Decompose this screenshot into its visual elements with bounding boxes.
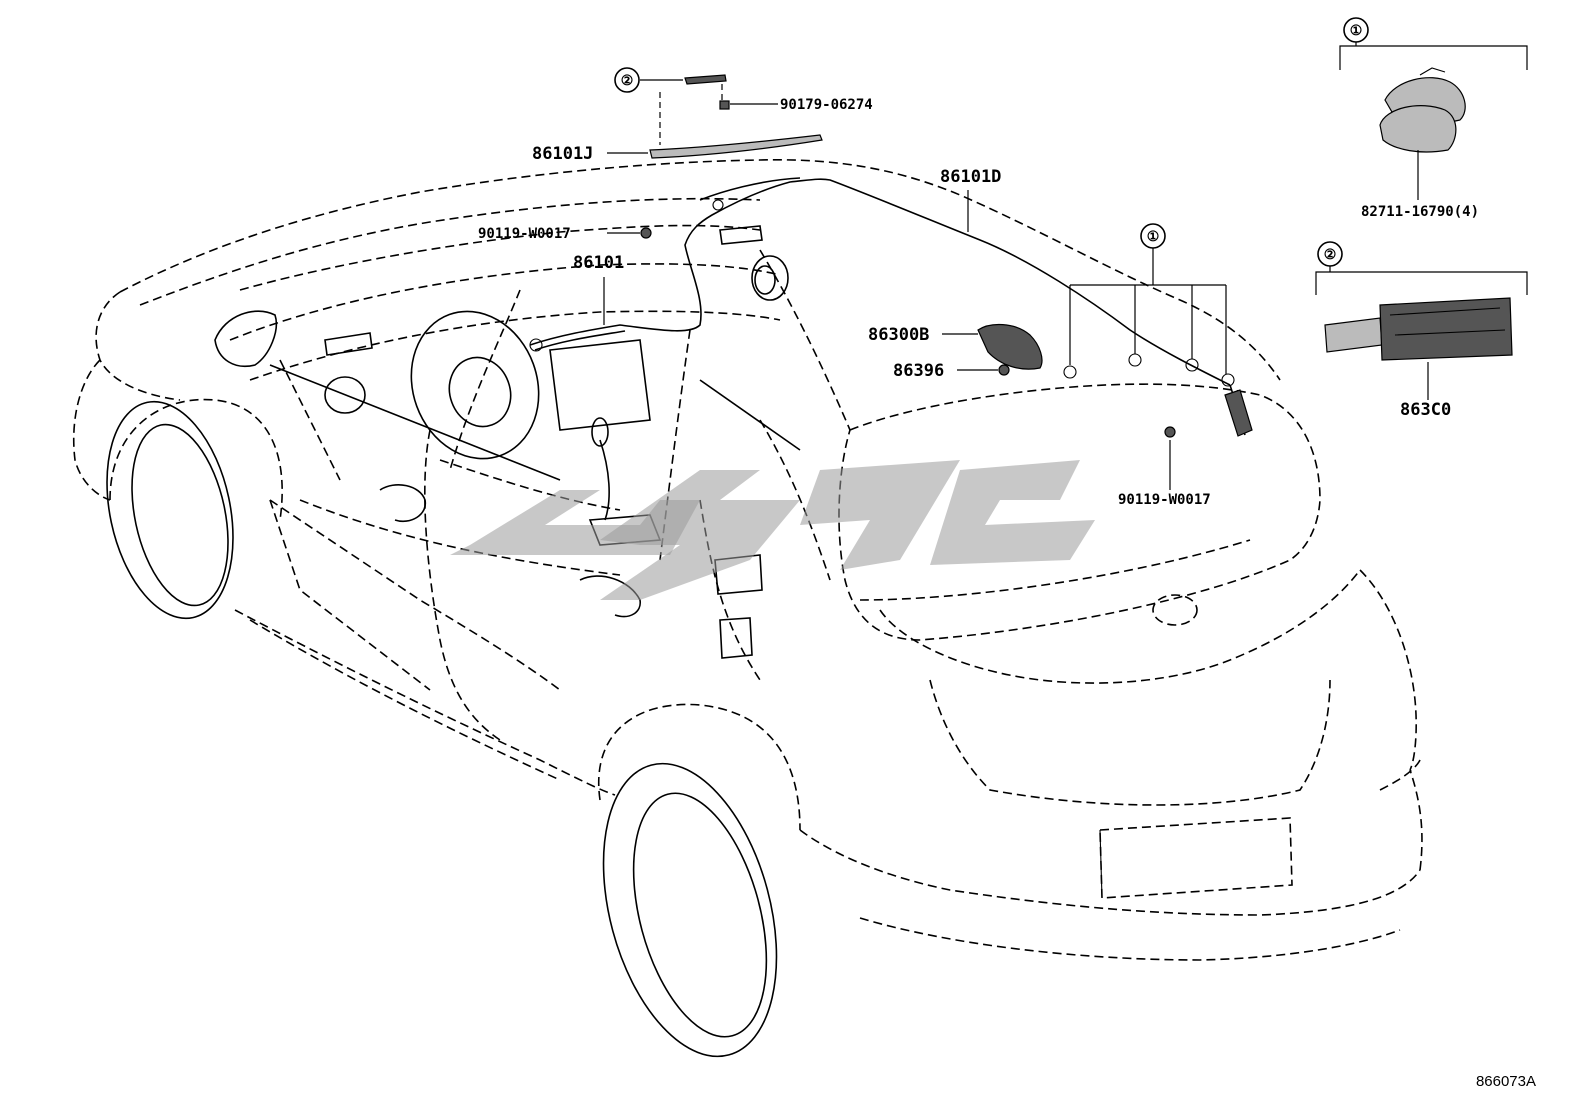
rear-wheel — [602, 762, 778, 1058]
callout-2-detail-label: ② — [1324, 247, 1337, 263]
parts — [640, 67, 1513, 438]
part-item2-small-shape — [684, 74, 727, 85]
part-82711-16790-shape — [1379, 67, 1466, 153]
interior-details — [214, 225, 789, 659]
nut-90179-06274-shape — [719, 100, 730, 110]
callout-1-clamps-label: ① — [1147, 229, 1160, 245]
callouts: ② ① ① ② — [614, 17, 1369, 267]
part-86396-shape — [998, 364, 1010, 376]
vehicle-outline — [72, 158, 1423, 961]
label-82711-16790: 82711-16790(4) — [1361, 204, 1479, 220]
steering-wheel — [410, 310, 540, 460]
callout-2-top-label: ② — [621, 73, 634, 89]
label-86396: 86396 — [893, 361, 944, 381]
part-labels: 90179-06274 86101J 90119-W0017 86101 861… — [478, 97, 1479, 508]
callout-2-detail — [1317, 241, 1343, 267]
label-86300B: 86300B — [868, 325, 929, 345]
wheels — [106, 400, 778, 1058]
part-863C0-shape — [1324, 297, 1513, 361]
clamp-4 — [1221, 373, 1235, 387]
screw-rear-shape — [1164, 426, 1176, 438]
antenna-cable — [529, 177, 1246, 436]
callout-1-detail-label: ① — [1350, 23, 1363, 39]
part-86300B-shape — [977, 324, 1043, 370]
callout-1-clamps — [1140, 223, 1166, 249]
watermark-logo — [450, 460, 1095, 600]
reference-code: 866073A — [1476, 1073, 1536, 1090]
label-86101D: 86101D — [940, 167, 1001, 187]
label-90179-06274: 90179-06274 — [780, 97, 873, 113]
screw-front-shape — [640, 227, 652, 239]
leader-lines — [603, 42, 1528, 490]
label-90119-W0017-rear: 90119-W0017 — [1118, 492, 1211, 508]
clamp-1 — [1063, 365, 1077, 379]
label-90119-W0017-front: 90119-W0017 — [478, 226, 571, 242]
label-86101: 86101 — [573, 253, 624, 273]
callout-1-detail — [1343, 17, 1369, 43]
clamp-2 — [1128, 353, 1142, 367]
front-wheel — [106, 400, 234, 620]
label-86101J: 86101J — [532, 144, 593, 164]
part-86101J-shape — [649, 134, 823, 159]
label-863C0: 863C0 — [1400, 400, 1451, 420]
antenna-cable-path — [529, 178, 1231, 386]
side-mirror — [214, 310, 277, 367]
callout-2-top — [614, 67, 640, 93]
